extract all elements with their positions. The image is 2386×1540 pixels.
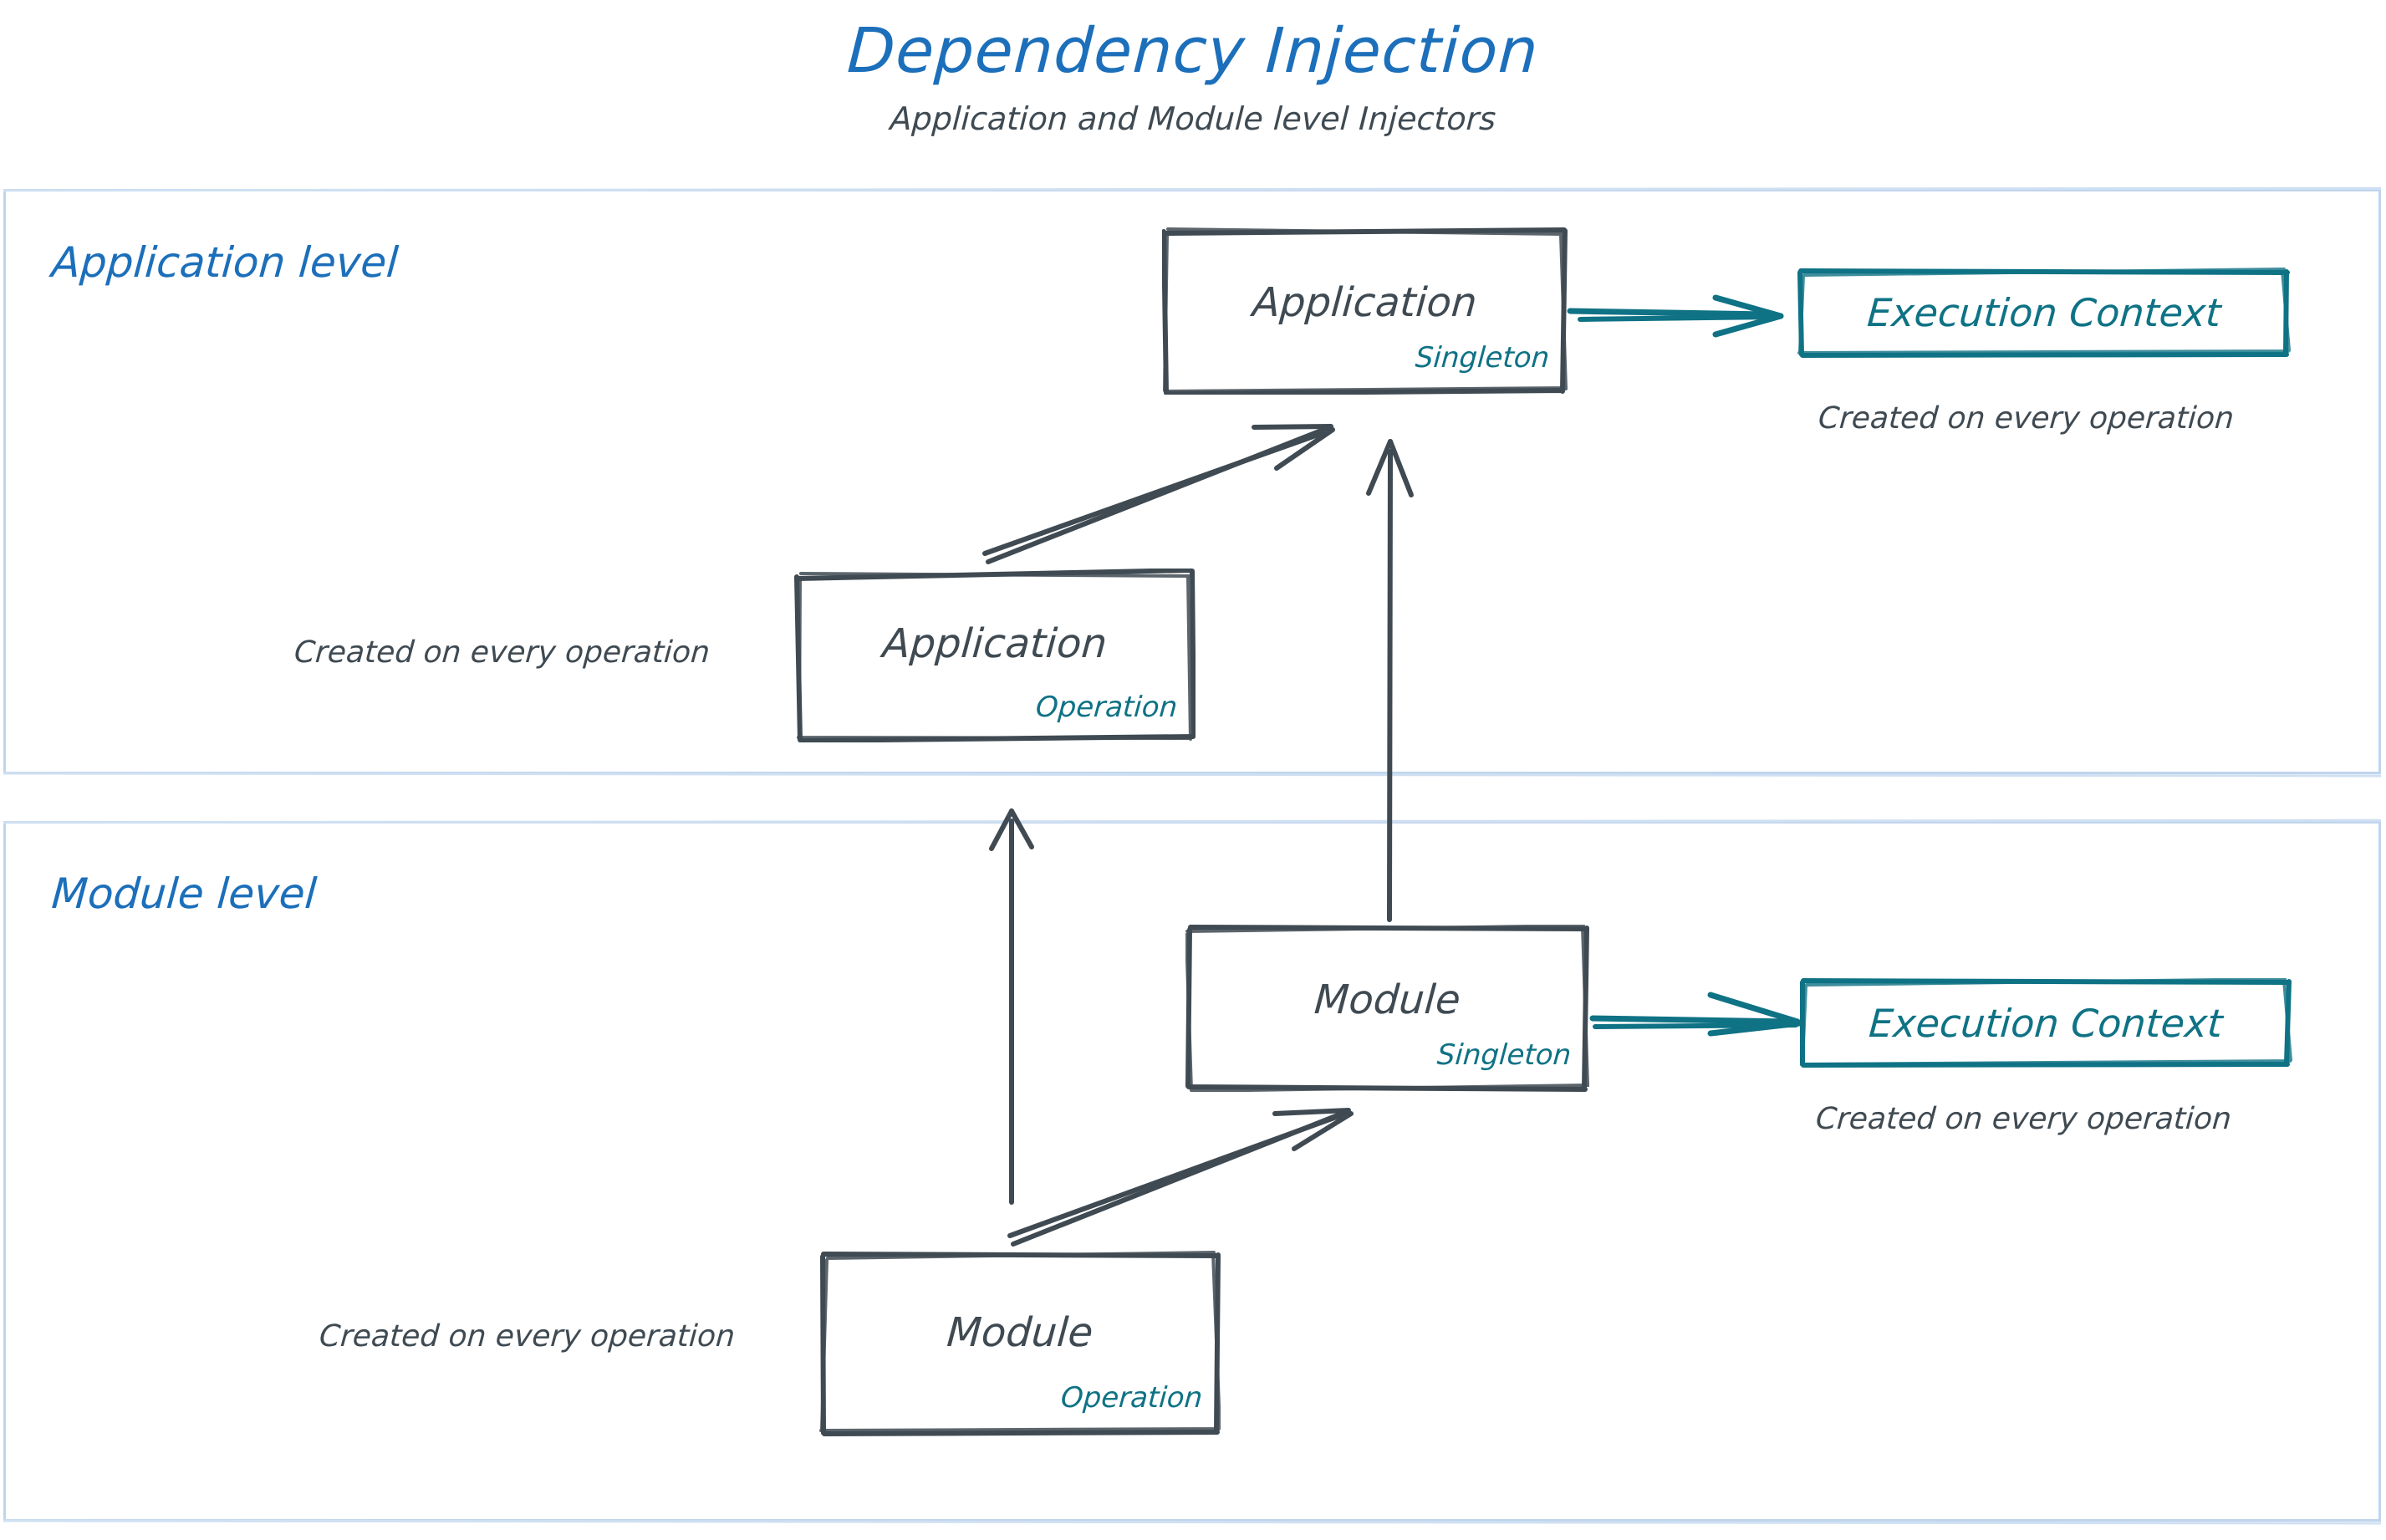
node-scope-badge: Singleton [1435,1038,1573,1072]
execution-context-module[interactable]: Execution Context [1799,977,2292,1068]
node-label: Module [945,1309,1095,1356]
node-application-singleton[interactable]: Application Singleton [1162,227,1568,395]
node-scope-badge: Singleton [1414,341,1551,375]
caption-execution-context-application: Created on every operation [1817,401,2236,436]
application-level-label: Application level [49,238,400,287]
node-label: Application [1251,279,1479,326]
node-module-singleton[interactable]: Module Singleton [1185,925,1589,1092]
title-block: Dependency Injection Application and Mod… [0,0,2386,137]
node-scope-badge: Operation [1034,691,1179,724]
page-title: Dependency Injection [845,15,1541,87]
module-level-container [3,821,2381,1522]
execution-context-label: Execution Context [1865,290,2223,335]
sketch-border [1797,268,2291,358]
application-level-container [3,189,2381,774]
caption-execution-context-module: Created on every operation [1814,1102,2233,1136]
node-scope-badge: Operation [1059,1381,1204,1415]
page-subtitle: Application and Module level Injectors [889,100,1497,137]
execution-context-label: Execution Context [1867,1001,2225,1046]
node-label: Application [880,620,1109,667]
caption-module-operation: Created on every operation [318,1319,737,1354]
sketch-border [1800,977,2292,1068]
node-application-operation[interactable]: Application Operation [794,569,1196,742]
execution-context-application[interactable]: Execution Context [1797,268,2291,358]
module-level-label: Module level [49,869,319,918]
node-module-operation[interactable]: Module Operation [819,1251,1221,1436]
node-label: Module [1313,977,1462,1023]
caption-application-operation: Created on every operation [293,635,711,670]
